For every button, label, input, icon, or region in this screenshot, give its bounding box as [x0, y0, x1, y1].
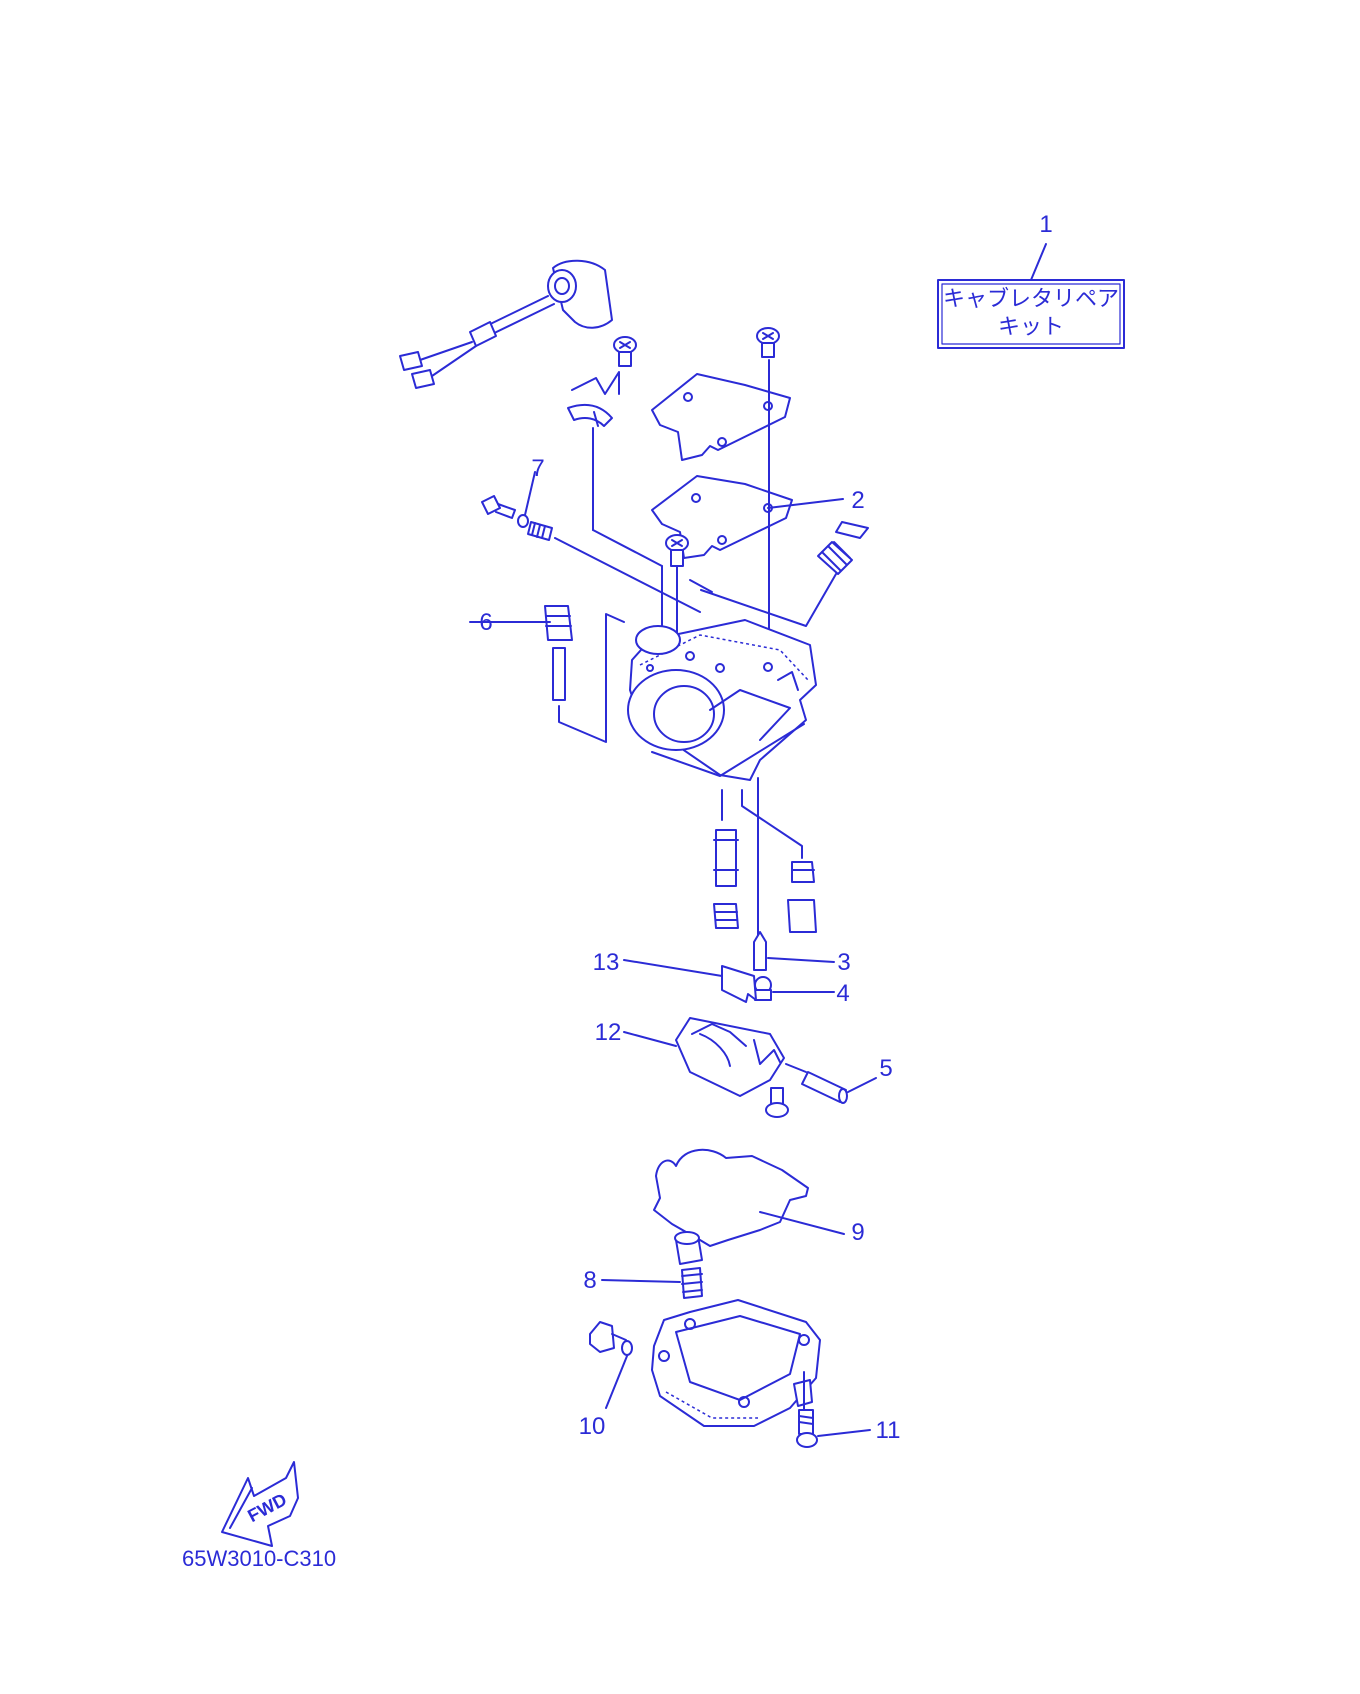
clip-part-13 — [623, 959, 757, 1003]
float-bowl — [651, 1299, 821, 1427]
carburetor-body — [627, 619, 817, 781]
bowl-screw-part-11 — [796, 1371, 871, 1448]
callout-8: 8 — [583, 1267, 596, 1294]
callout-1: 1 — [1039, 211, 1052, 238]
pilot-screw-part-7 — [481, 471, 701, 613]
spring-part-8 — [601, 1267, 703, 1299]
callout-11: 11 — [876, 1417, 901, 1444]
callout-9: 9 — [851, 1219, 864, 1246]
callout-3: 3 — [837, 949, 850, 976]
callout-12: 12 — [595, 1019, 622, 1046]
gasket-part-2 — [651, 475, 844, 559]
top-screw-left — [613, 336, 637, 367]
callout-10: 10 — [579, 1413, 606, 1440]
bowl-gasket-part-9 — [653, 1148, 845, 1247]
main-nozzle — [713, 829, 739, 929]
kit-label-line2: キット — [998, 315, 1064, 340]
callout-labels: 1 2 3 4 5 6 7 8 9 10 11 12 13 — [479, 211, 1052, 1444]
lever-bracket-part — [567, 371, 620, 427]
callout-5: 5 — [879, 1055, 892, 1082]
spacer-part — [674, 1231, 703, 1265]
jet-part-6 — [469, 605, 625, 743]
float-screw — [765, 1087, 789, 1118]
drain-screw-part-10 — [589, 1321, 633, 1409]
center-screw — [665, 534, 689, 567]
diagram-code: 65W3010-C310 — [182, 1546, 336, 1571]
repair-kit-box: キャブレタリペア キット — [937, 243, 1125, 349]
float-part-12 — [623, 1017, 785, 1097]
kit-label-line1: キャブレタリペア — [943, 287, 1119, 312]
top-cover-plate — [651, 373, 791, 461]
callout-4: 4 — [836, 980, 849, 1007]
callout-2: 2 — [851, 487, 864, 514]
callout-7: 7 — [531, 455, 544, 482]
valve-seat-part-4 — [754, 976, 835, 1001]
callout-6: 6 — [479, 609, 492, 636]
fwd-arrow-icon: FWD — [221, 1461, 299, 1547]
float-pin-part-5 — [785, 1063, 877, 1104]
top-screw-right — [756, 327, 780, 358]
callout-13: 13 — [593, 949, 620, 976]
choke-connector-part — [399, 259, 613, 389]
idle-screw-spring — [700, 521, 869, 627]
main-jet — [787, 861, 817, 933]
needle-valve-part-3 — [753, 931, 835, 971]
